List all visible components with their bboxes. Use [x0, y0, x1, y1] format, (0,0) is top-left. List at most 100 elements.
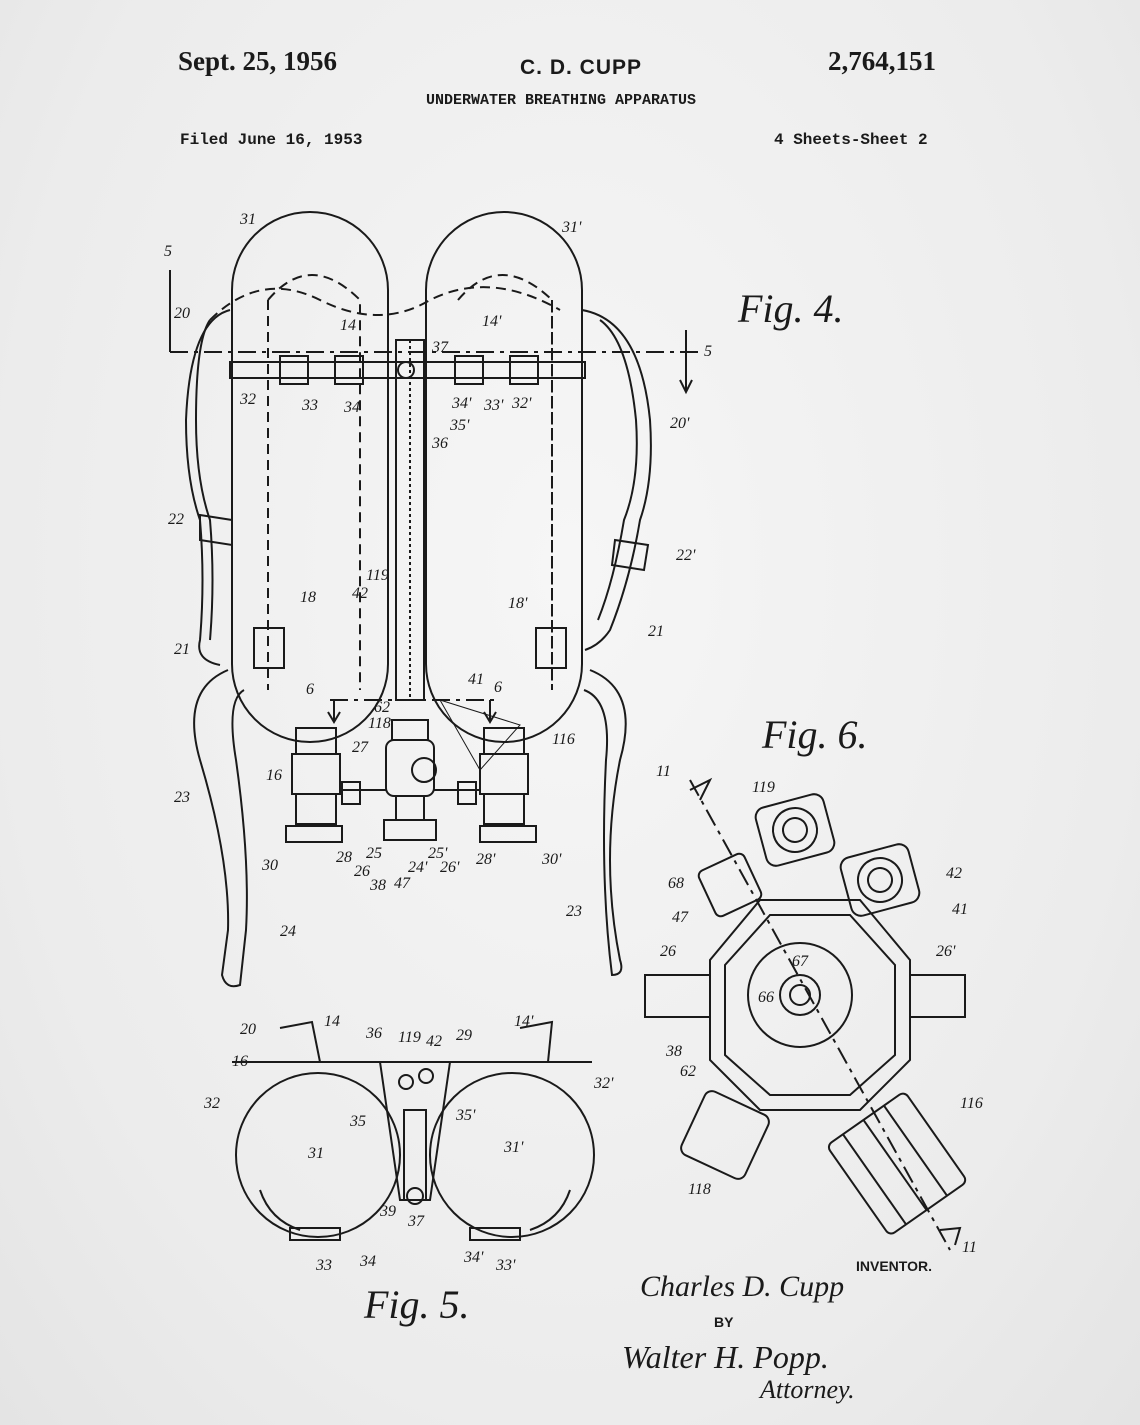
reference-numeral: 35 — [349, 1113, 366, 1130]
reference-numeral: 62 — [374, 699, 390, 716]
reference-numeral: 62 — [680, 1063, 696, 1080]
reference-numeral: 67 — [792, 953, 809, 970]
reference-numeral: 34' — [451, 395, 472, 412]
reference-numeral: 31 — [307, 1145, 324, 1162]
reference-numeral: 6 — [306, 681, 314, 698]
reference-numeral: 11 — [962, 1239, 977, 1256]
reference-numeral: 32 — [203, 1095, 220, 1112]
reference-numeral: 28 — [336, 849, 352, 866]
reference-numeral: 27 — [352, 739, 369, 756]
fig5-left-tank — [235, 1072, 401, 1238]
reference-numeral: 26 — [660, 943, 676, 960]
reference-numeral: 41 — [468, 671, 484, 688]
reference-numeral: 5 — [704, 343, 712, 360]
fig4-caption: Fig. 4. — [737, 286, 844, 331]
reference-numeral: 30' — [541, 851, 562, 868]
reference-numeral: 68 — [668, 875, 684, 892]
reference-numeral: 118 — [368, 715, 391, 732]
patent-title: UNDERWATER BREATHING APPARATUS — [426, 92, 697, 109]
reference-numeral: 6 — [494, 679, 502, 696]
fig5-caption: Fig. 5. — [363, 1282, 470, 1327]
fig4-reference-numerals: 31 31' 5 5 20 14 14' 37 32 33 34 34' 33'… — [164, 211, 712, 940]
reference-numeral: 37 — [431, 339, 449, 356]
reference-numeral: 18' — [508, 595, 528, 612]
reference-numeral: 42 — [426, 1033, 442, 1050]
reference-numeral: 21 — [174, 641, 190, 658]
reference-numeral: 23 — [566, 903, 582, 920]
reference-numeral: 24 — [280, 923, 296, 940]
reference-numeral: 47 — [394, 875, 411, 892]
fig6-octagon — [709, 899, 911, 1111]
patent-date: Sept. 25, 1956 — [178, 46, 338, 76]
reference-numeral: 42 — [946, 865, 962, 882]
reference-numeral: 37 — [407, 1213, 425, 1230]
reference-numeral: 119 — [752, 779, 775, 796]
reference-numeral: 42 — [352, 585, 368, 602]
reference-numeral: 32 — [239, 391, 256, 408]
left-tank — [231, 211, 389, 743]
inventor-name: C. D. CUPP — [520, 56, 643, 79]
reference-numeral: 25' — [428, 845, 448, 862]
reference-numeral: 25 — [366, 845, 382, 862]
reference-numeral: 26 — [354, 863, 370, 880]
reference-numeral: 36 — [431, 435, 448, 452]
reference-numeral: 14 — [324, 1013, 340, 1030]
tank-band — [229, 361, 586, 379]
fig5-right-tank — [429, 1072, 595, 1238]
reference-numeral: 32' — [593, 1075, 614, 1092]
reference-numeral: 31' — [503, 1139, 524, 1156]
inventor-label: INVENTOR. — [856, 1258, 932, 1274]
fig6-reference-numerals: 11 119 68 42 41 47 26 26' 67 66 38 62 11… — [656, 763, 983, 1256]
reference-numeral: 20 — [240, 1021, 256, 1038]
reference-numeral: 20 — [174, 305, 190, 322]
reference-numeral: 116 — [960, 1095, 983, 1112]
fig5-reference-numerals: 20 14 36 119 42 29 14' 16 32' 32 35 35' … — [203, 1013, 614, 1274]
reference-numeral: 31' — [561, 219, 582, 236]
fig4-drawing — [169, 211, 700, 988]
reference-numeral: 39 — [379, 1203, 396, 1220]
reference-numeral: 14 — [340, 317, 356, 334]
reference-numeral: 11 — [656, 763, 671, 780]
fig6-caption: Fig. 6. — [761, 712, 868, 757]
reference-numeral: 23 — [174, 789, 190, 806]
reference-numeral: 33' — [495, 1257, 516, 1274]
reference-numeral: 28' — [476, 851, 496, 868]
sheet-count: 4 Sheets-Sheet 2 — [774, 131, 928, 149]
reference-numeral: 5 — [164, 243, 172, 260]
reference-numeral: 33' — [483, 397, 504, 414]
reference-numeral: 31 — [239, 211, 256, 228]
reference-numeral: 38 — [369, 877, 386, 894]
by-label: BY — [714, 1314, 734, 1330]
reference-numeral: 35' — [455, 1107, 476, 1124]
reference-numeral: 14' — [514, 1013, 534, 1030]
reference-numeral: 47 — [672, 909, 689, 926]
reference-numeral: 32' — [511, 395, 532, 412]
reference-numeral: 18 — [300, 589, 316, 606]
reference-numeral: 22' — [676, 547, 696, 564]
reference-numeral: 34 — [343, 399, 360, 416]
reference-numeral: 36 — [365, 1025, 382, 1042]
reference-numeral: 35' — [449, 417, 470, 434]
reference-numeral: 16 — [232, 1053, 248, 1070]
fig6-drawing — [644, 777, 967, 1251]
filed-date: Filed June 16, 1953 — [180, 131, 363, 149]
reference-numeral: 41 — [952, 901, 968, 918]
reference-numeral: 24' — [408, 859, 428, 876]
reference-numeral: 21 — [648, 623, 664, 640]
reference-numeral: 119 — [398, 1029, 421, 1046]
reference-numeral: 119 — [366, 567, 389, 584]
reference-numeral: 16 — [266, 767, 282, 784]
reference-numeral: 20' — [670, 415, 690, 432]
patent-number: 2,764,151 — [828, 46, 936, 76]
reference-numeral: 29 — [456, 1027, 472, 1044]
inventor-signature: Charles D. Cupp — [640, 1270, 844, 1303]
reference-numeral: 38 — [665, 1043, 682, 1060]
attorney-title: Attorney. — [758, 1375, 855, 1404]
fig5-drawing — [232, 1020, 595, 1241]
attorney-signature: Walter H. Popp. — [622, 1339, 829, 1375]
reference-numeral: 33 — [315, 1257, 332, 1274]
reference-numeral: 26' — [440, 859, 460, 876]
reference-numeral: 34' — [463, 1249, 484, 1266]
